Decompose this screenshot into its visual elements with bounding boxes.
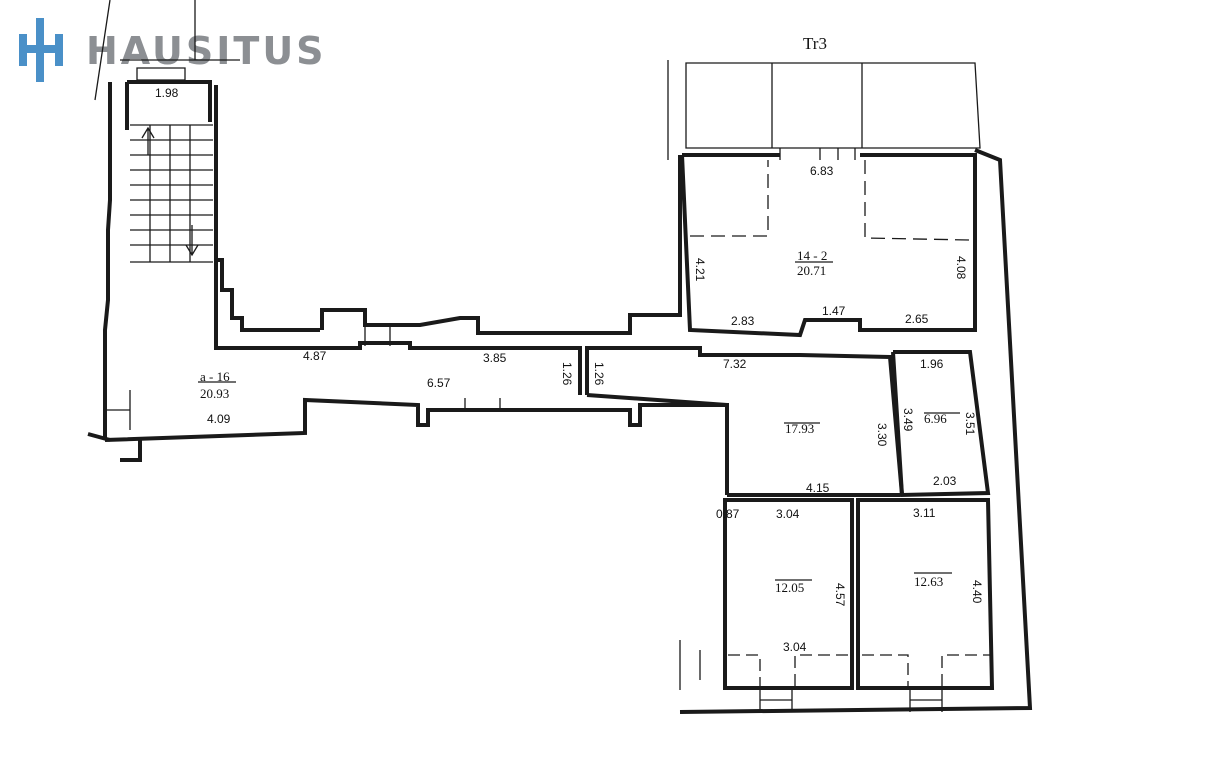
door-frames	[105, 148, 943, 712]
corridor-east-south	[586, 393, 900, 497]
dim-corridor-east-d: 4.15	[806, 481, 830, 495]
room-south-west-wall	[723, 498, 854, 690]
dim-room-south-west-a: 0.87	[716, 507, 740, 521]
area-rules	[198, 261, 960, 581]
dim-room-small-d: 2.03	[933, 474, 957, 488]
north-room-closets	[690, 160, 971, 241]
room-south-east-area: 12.63	[914, 574, 943, 589]
dim-corridor-west-b: 3.85	[483, 351, 507, 365]
dim-room-north-f: 2.65	[905, 312, 929, 326]
room-south-east-wall	[856, 498, 995, 690]
dim-room-south-east-b: 4.40	[970, 580, 984, 604]
outer-east-wall	[679, 148, 1033, 714]
room-north-area: 20.71	[797, 263, 826, 278]
dim-room-north-b: 4.21	[693, 258, 707, 282]
room-small-area: 6.96	[924, 411, 947, 426]
stair-treads	[130, 124, 213, 263]
corridor-partition	[575, 346, 904, 496]
stair-arrows	[141, 126, 199, 257]
dim-room-north-d: 2.83	[731, 314, 755, 328]
dim-corridor-west-e: 1.26	[560, 362, 574, 386]
hausitus-logo-icon	[19, 18, 63, 82]
building-label: Tr3	[803, 34, 827, 53]
dim-room-small-a: 1.96	[920, 357, 944, 371]
top-entrance	[94, 0, 240, 101]
stair-right-wall	[214, 85, 320, 332]
corridor-east-area: 17.93	[785, 421, 814, 436]
dim-corridor-east-b: 7.32	[723, 357, 747, 371]
corridor-west-area: 20.93	[200, 386, 229, 401]
corridor-north-wall-b	[320, 155, 682, 335]
stair-outer-wall	[125, 80, 212, 130]
dim-room-small-b: 3.49	[901, 408, 915, 432]
brand-name: HAUSITUS	[86, 29, 327, 73]
room-small-wall	[891, 350, 991, 498]
room-south-west-area: 12.05	[775, 580, 804, 595]
corridor-north-wall-a	[214, 260, 575, 350]
dim-corridor-west-d: 4.09	[207, 412, 231, 426]
room-north-wall	[680, 153, 977, 338]
corridor-south-wall-a	[104, 397, 729, 495]
dim-stair-landing: 1.98	[155, 86, 179, 100]
dim-room-south-west-c: 4.57	[833, 583, 847, 607]
dim-room-small-c: 3.51	[963, 412, 977, 436]
dim-room-north-c: 4.08	[954, 256, 968, 280]
dim-corridor-west-a: 4.87	[303, 349, 327, 363]
corridor-west-code: a - 16	[200, 369, 230, 384]
stair-exit-wall	[87, 432, 142, 462]
dim-room-north-e: 1.47	[822, 304, 846, 318]
stair-left-wall	[103, 82, 112, 440]
dim-room-south-west-b: 3.04	[776, 507, 800, 521]
dim-corridor-east-a: 1.26	[592, 362, 606, 386]
dim-room-north-a: 6.83	[810, 164, 834, 178]
annex-outline	[667, 60, 981, 160]
dim-corridor-west-c: 6.57	[427, 376, 451, 390]
dim-room-south-east-a: 3.11	[913, 506, 936, 520]
room-north-code: 14 - 2	[797, 248, 827, 263]
dim-room-south-west-d: 3.04	[783, 640, 807, 654]
dim-corridor-east-c: 3.30	[875, 423, 889, 447]
